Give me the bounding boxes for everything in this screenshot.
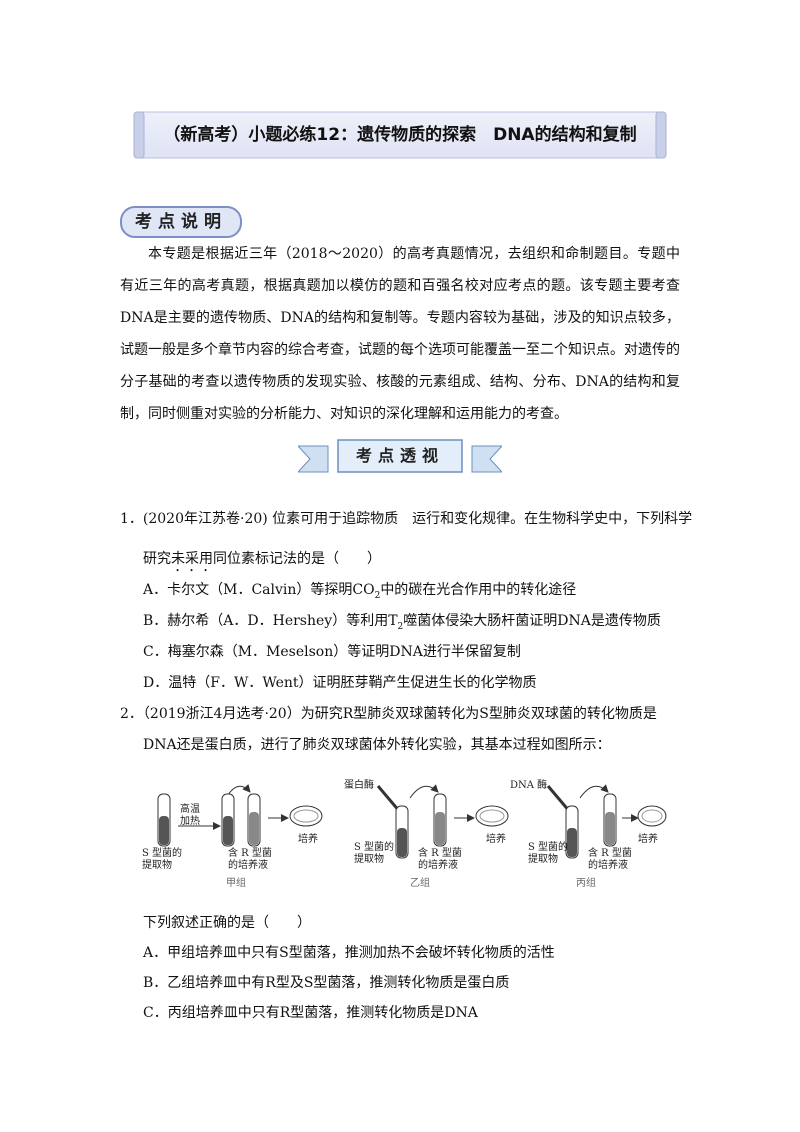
diagram-extract-label-2: S 型菌的 提取物 (354, 842, 395, 865)
q1-stem-post: 同位素标记法的是（ ） (213, 551, 381, 567)
diagram-medium-label-3: 含 R 型菌 的培养液 (588, 848, 632, 871)
q1-stem-line1: 1．(2020年江苏卷·20) 位素可用于追踪物质 运行和变化规律。在生物科学史… (120, 511, 693, 527)
q2-option-c: C．丙组培养皿中只有R型菌落，推测转化物质是DNA (143, 1005, 478, 1021)
group-label-bing: 丙组 (576, 878, 596, 889)
diagram-protease-label: 蛋白酶 (344, 780, 374, 791)
q2-stem-line2: DNA还是蛋白质，进行了肺炎双球菌体外转化实验，其基本过程如图所示： (143, 737, 611, 753)
q1-option-b-rest: 噬菌体侵染大肠杆菌证明DNA是遗传物质 (403, 613, 661, 629)
q1-option-a-sub: 2 (374, 590, 381, 601)
q1-stem-pre: 研究 (143, 551, 171, 567)
group-jia-apparatus (157, 784, 323, 847)
title-banner: （新高考）小题必练12：遗传物质的探索 DNA的结构和复制 (130, 110, 670, 160)
q2-question: 下列叙述正确的是（ ） (143, 915, 311, 931)
ribbon-label: 考点透视 (355, 446, 444, 465)
q1-option-c: C．梅塞尔森（M．Meselson）等证明DNA进行半保留复制 (143, 644, 521, 660)
q1-option-a-rest: 中的碳在光合作用中的转化途径 (380, 582, 577, 598)
diagram-culture-label-1: 培养 (298, 834, 318, 845)
group-yi-apparatus (376, 784, 509, 859)
diagram-extract-label-1: S 型菌的 提取物 (142, 848, 183, 871)
scroll-banner-icon (133, 111, 667, 159)
experiment-diagram: 高温 加热 S 型菌的 提取物 含 R 型菌 的培养液 培养 蛋白酶 S 型菌的… (138, 776, 668, 889)
q1-option-a: A．卡尔文（M．Calvin）等探明CO2中的碳在光合作用中的转化途径 (143, 579, 576, 601)
badge-label: 考点说明 (135, 212, 227, 232)
group-label-yi: 乙组 (410, 878, 430, 889)
q2-option-a: A．甲组培养皿中只有S型菌落，推测加热不会破坏转化物质的活性 (143, 945, 555, 961)
q1-option-b-sub: 2 (397, 621, 404, 632)
ribbon-heading: 考点透视 (296, 438, 504, 478)
ribbon-icon (296, 439, 504, 473)
page-title: （新高考）小题必练12：遗传物质的探索 DNA的结构和复制 (163, 125, 637, 145)
section-badge: 考点说明 (120, 206, 242, 238)
diagram-heat-label: 高温 加热 (180, 804, 200, 827)
q2-stem-line1: 2．（2019浙江4月选考·20）为研究R型肺炎双球菌转化为S型肺炎双球菌的转化… (120, 706, 657, 722)
q1-stem-line2: 研究未采用同位素标记法的是（ ） (143, 548, 381, 575)
q1-option-b: B．赫尔希（A．D．Hershey）等利用T2噬菌体侵染大肠杆菌证明DNA是遗传… (143, 610, 661, 632)
diagram-dnase-label: DNA 酶 (510, 780, 548, 791)
diagram-medium-label-2: 含 R 型菌 的培养液 (418, 848, 462, 871)
q1-option-b-text: B．赫尔希（A．D．Hershey）等利用T (143, 613, 398, 629)
diagram-extract-label-3: S 型菌的 提取物 (528, 842, 569, 865)
diagram-culture-label-2: 培养 (486, 834, 506, 845)
badge-frame-icon (120, 206, 242, 238)
group-bing-apparatus (546, 784, 667, 859)
q1-emphasis: 未采用 (171, 551, 213, 567)
intro-paragraph: 本专题是根据近三年（2018～2020）的高考真题情况，去组织和命制题目。专题中… (120, 246, 680, 422)
diagram-medium-label-1: 含 R 型菌 的培养液 (228, 848, 272, 871)
q1-option-a-text: A．卡尔文（M．Calvin）等探明CO (143, 582, 375, 598)
q2-option-b: B．乙组培养皿中有R型及S型菌落，推测转化物质是蛋白质 (143, 975, 510, 991)
diagram-culture-label-3: 培养 (638, 834, 658, 845)
q1-option-d: D．温特（F．W．Went）证明胚芽鞘产生促进生长的化学物质 (143, 675, 537, 691)
experiment-diagram-drawing (157, 784, 667, 859)
group-label-jia: 甲组 (226, 878, 246, 889)
